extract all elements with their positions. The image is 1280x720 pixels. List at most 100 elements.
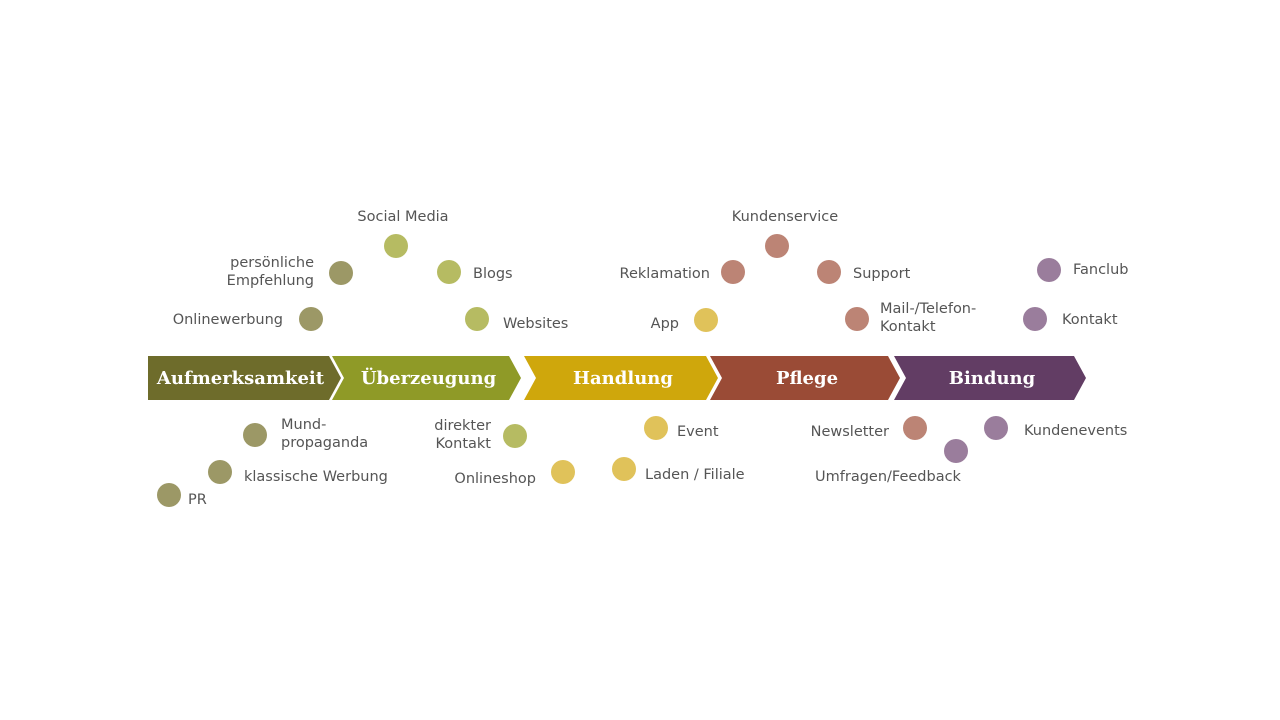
stage-chevron: [894, 356, 1086, 400]
touchpoint-dot: [944, 439, 968, 463]
touchpoint-dot: [903, 416, 927, 440]
touchpoint-label-line: Newsletter: [811, 424, 889, 440]
stage-1: Aufmerksamkeit: [148, 356, 341, 400]
touchpoint-label: PR: [188, 492, 207, 508]
touchpoint-dot: [765, 234, 789, 258]
stage-label: Aufmerksamkeit: [156, 368, 325, 389]
touchpoint-dot: [644, 416, 668, 440]
touchpoint-label-line: Empfehlung: [227, 273, 314, 289]
touchpoint-label-line: Kontakt: [880, 319, 936, 335]
touchpoint-dot: [243, 423, 267, 447]
touchpoint-fanclub: Fanclub: [1037, 258, 1128, 282]
touchpoint-support: Support: [817, 260, 911, 284]
touchpoint-label-line: Mund-: [281, 417, 326, 433]
touchpoint-reklamation: Reklamation: [620, 260, 745, 284]
touchpoint-dot: [329, 261, 353, 285]
touchpoint-dot: [299, 307, 323, 331]
touchpoint-dot: [384, 234, 408, 258]
touchpoint-label-line: App: [651, 316, 679, 332]
touchpoint-label-line: Mail-/Telefon-: [880, 301, 976, 317]
touchpoint-label: Kundenevents: [1024, 423, 1127, 439]
stage-4: Pflege: [710, 356, 900, 400]
stage-5: Bindung: [894, 356, 1086, 400]
stage-chevron: [524, 356, 718, 400]
journey-stages: Aufmerksamkeit Überzeugung Handlung Pflege B…: [148, 356, 1086, 400]
touchpoint-label-line: Onlineshop: [454, 471, 536, 487]
touchpoint-onlinewerbung: Onlinewerbung: [173, 307, 323, 331]
touchpoint-dot: [721, 260, 745, 284]
touchpoint-kontakt: Kontakt: [1023, 307, 1118, 331]
touchpoint-dot: [437, 260, 461, 284]
touchpoint-label-line: Kontakt: [435, 436, 491, 452]
touchpoint-label-line: Umfragen/Feedback: [815, 469, 962, 485]
touchpoint-dot: [1023, 307, 1047, 331]
touchpoint-klassische-werbung: klassische Werbung: [208, 460, 388, 485]
stage-label: Handlung: [573, 368, 673, 389]
touchpoint-label-line: persönliche: [230, 255, 314, 271]
stage-2: Überzeugung: [332, 356, 521, 400]
touchpoint-label-line: Onlinewerbung: [173, 312, 283, 328]
touchpoint-dot: [817, 260, 841, 284]
touchpoint-label: App: [651, 316, 679, 332]
touchpoint-label: Social Media: [357, 209, 448, 225]
touchpoint-label: Fanclub: [1073, 262, 1128, 278]
touchpoint-social-media: Social Media: [357, 209, 449, 258]
touchpoint-mundpropaganda: Mund-propaganda: [243, 417, 368, 451]
stage-chevron: [148, 356, 341, 400]
touchpoint-label: Reklamation: [620, 266, 710, 282]
touchpoint-label-line: Support: [853, 266, 911, 282]
stage-label: Pflege: [776, 368, 838, 389]
touchpoint-dot: [1037, 258, 1061, 282]
touchpoint-label: Newsletter: [811, 424, 889, 440]
touchpoint-label: Onlinewerbung: [173, 312, 283, 328]
touchpoint-label-line: Social Media: [357, 209, 448, 225]
touchpoint-dot: [694, 308, 718, 332]
touchpoint-label-line: Laden / Filiale: [645, 467, 745, 483]
touchpoint-umfragen-feedback: Umfragen/Feedback: [815, 439, 968, 485]
touchpoint-onlineshop: Onlineshop: [454, 460, 575, 487]
touchpoint-event: Event: [644, 416, 719, 440]
touchpoint-dot: [612, 457, 636, 481]
touchpoint-dot: [845, 307, 869, 331]
touchpoint-label: Event: [677, 424, 719, 440]
touchpoint-dot: [984, 416, 1008, 440]
touchpoint-label: Kundenservice: [732, 209, 838, 225]
touchpoint-label: Kontakt: [1062, 312, 1118, 328]
touchpoint-label: Onlineshop: [454, 471, 536, 487]
touchpoint-dot: [157, 483, 181, 507]
touchpoint-websites: Websites: [465, 307, 568, 332]
touchpoint-label-line: klassische Werbung: [244, 469, 388, 485]
touchpoint-label: Mail-/Telefon- Kontakt: [880, 301, 976, 335]
touchpoint-label-line: propaganda: [281, 435, 368, 451]
touchpoint-mail-telefon-kontakt: Mail-/Telefon- Kontakt: [845, 301, 976, 335]
touchpoint-label: Laden / Filiale: [645, 467, 745, 483]
touchpoint-label: Mund-propaganda: [281, 417, 368, 451]
stage-label: Überzeugung: [361, 366, 497, 389]
touchpoint-blogs: Blogs: [437, 260, 513, 284]
touchpoint-label-line: Kundenservice: [732, 209, 838, 225]
touchpoint-label: Umfragen/Feedback: [815, 469, 962, 485]
touchpoint-label-line: Websites: [503, 316, 568, 332]
touchpoint-label-line: direkter: [434, 418, 491, 434]
touchpoint-label-line: Kundenevents: [1024, 423, 1127, 439]
touchpoint-label-line: Fanclub: [1073, 262, 1128, 278]
touchpoint-label: Blogs: [473, 266, 513, 282]
touchpoint-app: App: [651, 308, 718, 332]
touchpoint-label-line: Kontakt: [1062, 312, 1118, 328]
touchpoint-label-line: Blogs: [473, 266, 513, 282]
stage-label: Bindung: [949, 368, 1036, 389]
stage-3: Handlung: [524, 356, 718, 400]
touchpoint-label: Websites: [503, 316, 568, 332]
touchpoint-dot: [208, 460, 232, 484]
touchpoint-kundenevents: Kundenevents: [984, 416, 1127, 440]
touchpoint-newsletter: Newsletter: [811, 416, 927, 440]
stage-chevron: [332, 356, 521, 400]
stage-chevron: [710, 356, 900, 400]
touchpoint-dot: [465, 307, 489, 331]
touchpoint-dot: [551, 460, 575, 484]
